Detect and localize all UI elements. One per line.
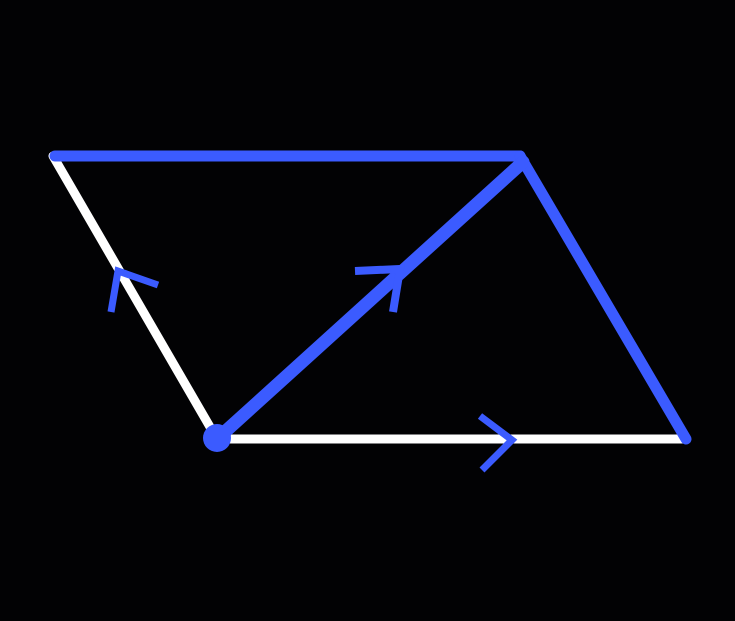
vector-a-arrowhead-icon [477, 413, 518, 473]
resultant-arrowhead-icon [354, 264, 405, 313]
vector-b-line [48, 151, 222, 444]
vector-b-arrowhead-icon [107, 266, 160, 313]
resultant-vector-line [210, 155, 530, 446]
right-edge-line [514, 150, 692, 445]
origin-point [203, 424, 231, 452]
